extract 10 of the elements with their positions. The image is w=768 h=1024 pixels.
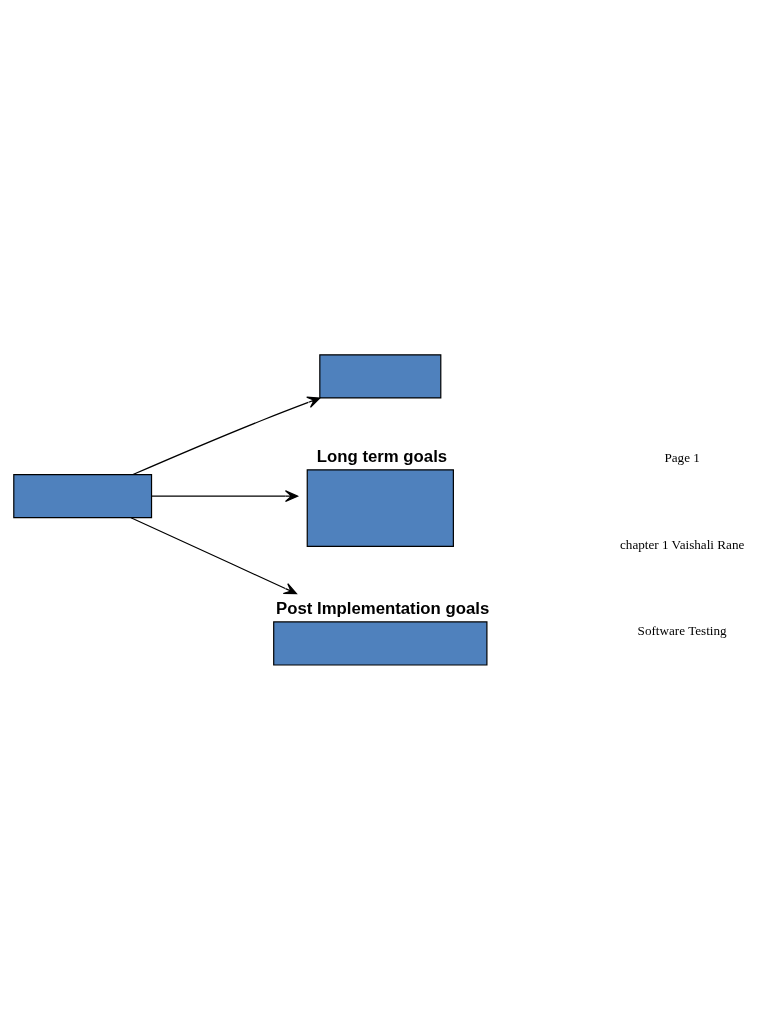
label: Software Testing: [637, 622, 727, 638]
label: chapter 1 Vaishali Rane: [619, 536, 744, 552]
node-box: [12, 473, 152, 519]
arrow: [131, 396, 320, 476]
label: Page 1: [663, 450, 700, 466]
node-label: Post Implementation goals: [275, 598, 489, 618]
arrow: [129, 517, 297, 595]
arrow: [150, 490, 298, 503]
node-box: [318, 354, 441, 399]
node-label: Long term goals: [316, 446, 447, 466]
